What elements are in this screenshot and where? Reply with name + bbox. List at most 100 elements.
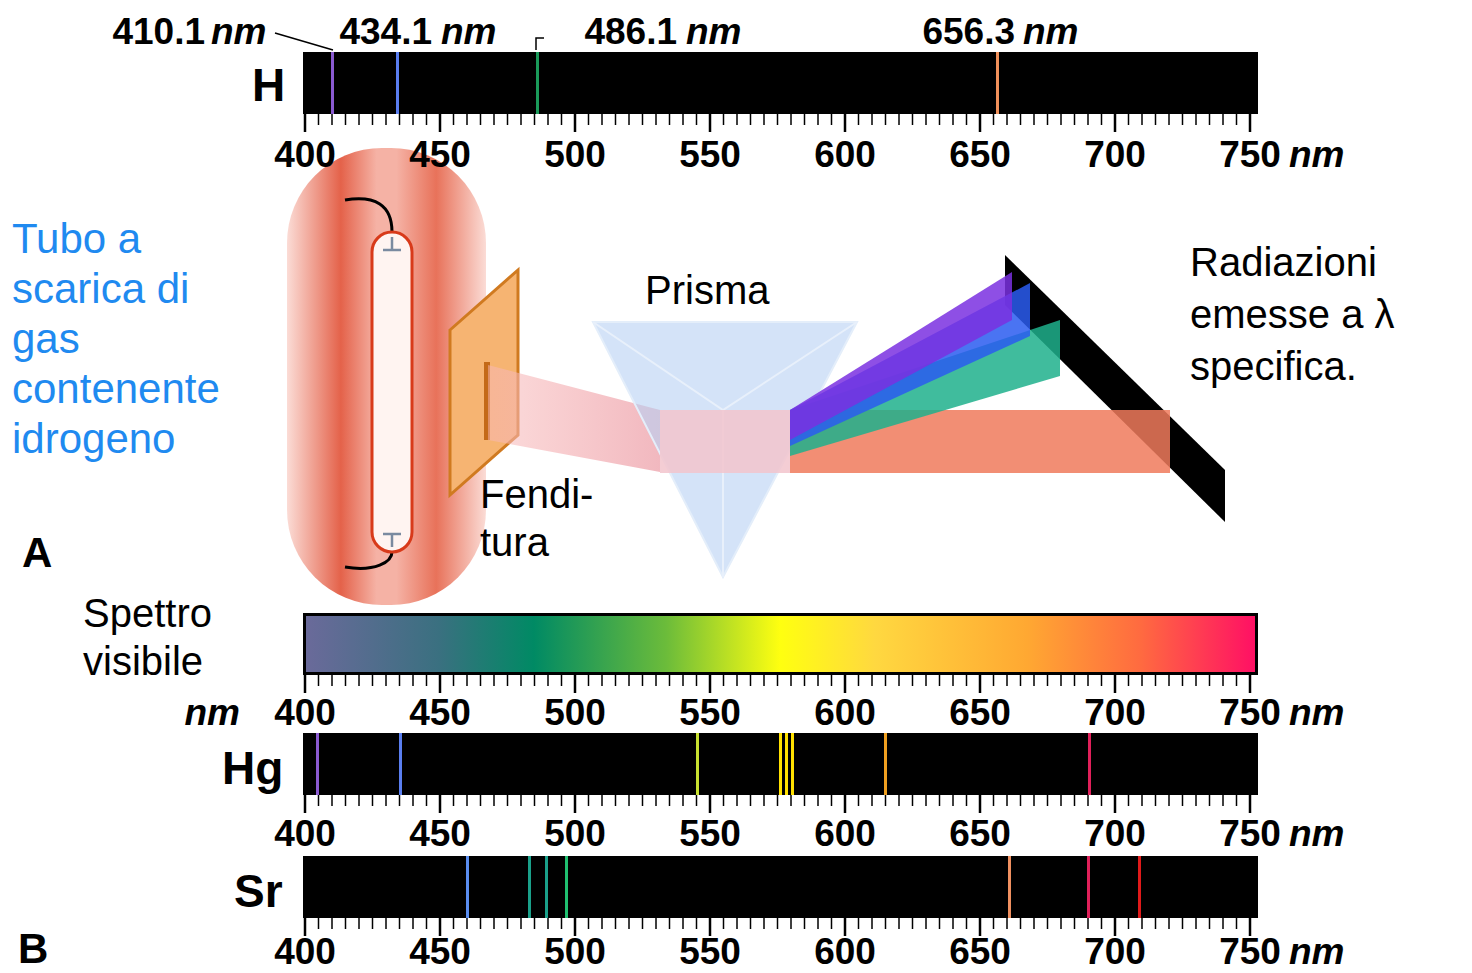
axis-number: 700 [1084, 136, 1146, 173]
axis-tick [574, 114, 577, 132]
spectrum-bar: Sr [303, 856, 1258, 918]
unit: nm [1289, 815, 1345, 852]
axis-tick [1033, 918, 1035, 929]
unit: nm [185, 694, 241, 731]
axis-number: 650 [949, 933, 1011, 970]
axis-tick [547, 114, 549, 125]
axis-tick [1155, 675, 1157, 686]
axis-tick [399, 918, 401, 929]
axis-tick [1047, 114, 1049, 125]
axis-tick [399, 675, 401, 686]
axis-tick [1087, 114, 1089, 125]
axis-number: 700 [1084, 694, 1146, 731]
axis-tick [1060, 114, 1062, 125]
slit-label: Fendi- tura [480, 470, 610, 566]
axis-number: 400 [274, 815, 336, 852]
axis-tick [561, 675, 563, 686]
axis-tick [750, 918, 752, 929]
axis-tick [1222, 795, 1224, 806]
axis-tick [1195, 795, 1197, 806]
axis-tick [1074, 918, 1076, 929]
axis-number: 700 [1084, 815, 1146, 852]
axis-tick [426, 114, 428, 125]
axis-tick [480, 675, 482, 686]
axis-tick [628, 918, 630, 929]
axis-tick [534, 114, 536, 125]
prism-label: Prisma [645, 270, 769, 310]
axis-tick [804, 675, 806, 686]
axis-tick [709, 675, 712, 693]
axis-number: 500 [544, 136, 606, 173]
axis-tick [885, 114, 887, 125]
axis-tick [696, 795, 698, 806]
axis-tick [601, 918, 603, 929]
axis-tick [952, 114, 954, 125]
axis-tick [1101, 114, 1103, 125]
tube-label: Tubo a scarica di gas contenente idrogen… [12, 214, 247, 464]
axis-tick [412, 795, 414, 806]
axis-tick [453, 795, 455, 806]
leader-line [536, 38, 544, 50]
axis-tick [898, 918, 900, 929]
axis-number: 550 [679, 933, 741, 970]
axis-tick [628, 675, 630, 686]
axis-tick [615, 918, 617, 929]
axis-number: 750 [1219, 136, 1281, 173]
axis-tick [682, 675, 684, 686]
axis-tick [615, 675, 617, 686]
spectral-line [1088, 733, 1091, 795]
axis-tick [1101, 918, 1103, 929]
axis-tick [858, 795, 860, 806]
axis-tick [372, 918, 374, 929]
axis-tick [858, 114, 860, 125]
axis-number: 450 [409, 136, 471, 173]
axis-tick [925, 795, 927, 806]
axis-tick [547, 795, 549, 806]
axis-number: 650 [949, 694, 1011, 731]
axis-tick [318, 918, 320, 929]
axis-tick [1114, 675, 1117, 693]
axis-number: 400 [274, 933, 336, 970]
axis-number: 600 [814, 933, 876, 970]
axis-tick [399, 795, 401, 806]
axis-tick [966, 114, 968, 125]
axis-tick [439, 675, 442, 693]
axis-tick [696, 114, 698, 125]
axis-tick [885, 918, 887, 929]
axis-tick [1020, 918, 1022, 929]
axis-tick [318, 114, 320, 125]
axis-tick [642, 918, 644, 929]
axis-tick [1033, 675, 1035, 686]
axis-tick [804, 795, 806, 806]
axis-tick [507, 675, 509, 686]
axis-tick [453, 918, 455, 929]
axis-tick [385, 675, 387, 686]
unit: nm [1289, 694, 1345, 731]
axis-number: 550 [679, 136, 741, 173]
axis-tick [871, 795, 873, 806]
axis-tick [1155, 114, 1157, 125]
axis-tick [574, 675, 577, 693]
violet-beam [790, 272, 1012, 440]
axis-tick [331, 675, 333, 686]
axis-tick [723, 675, 725, 686]
unit: nm [211, 13, 267, 50]
axis-tick [925, 918, 927, 929]
axis-tick [1195, 675, 1197, 686]
axis-tick [993, 114, 995, 125]
unit: nm [441, 13, 497, 50]
axis-number: 550 [679, 694, 741, 731]
axis-tick [1141, 114, 1143, 125]
spectral-line [528, 856, 531, 918]
axis-tick [1128, 675, 1130, 686]
axis-tick [331, 114, 333, 125]
axis-tick [358, 918, 360, 929]
axis-tick [1195, 114, 1197, 125]
axis-tick [1168, 114, 1170, 125]
axis-tick [358, 795, 360, 806]
axis-tick [723, 795, 725, 806]
axis-tick [979, 795, 982, 813]
spectrum-name: Sr [234, 868, 283, 914]
axis-tick [817, 795, 819, 806]
discharge-tube [372, 232, 412, 552]
